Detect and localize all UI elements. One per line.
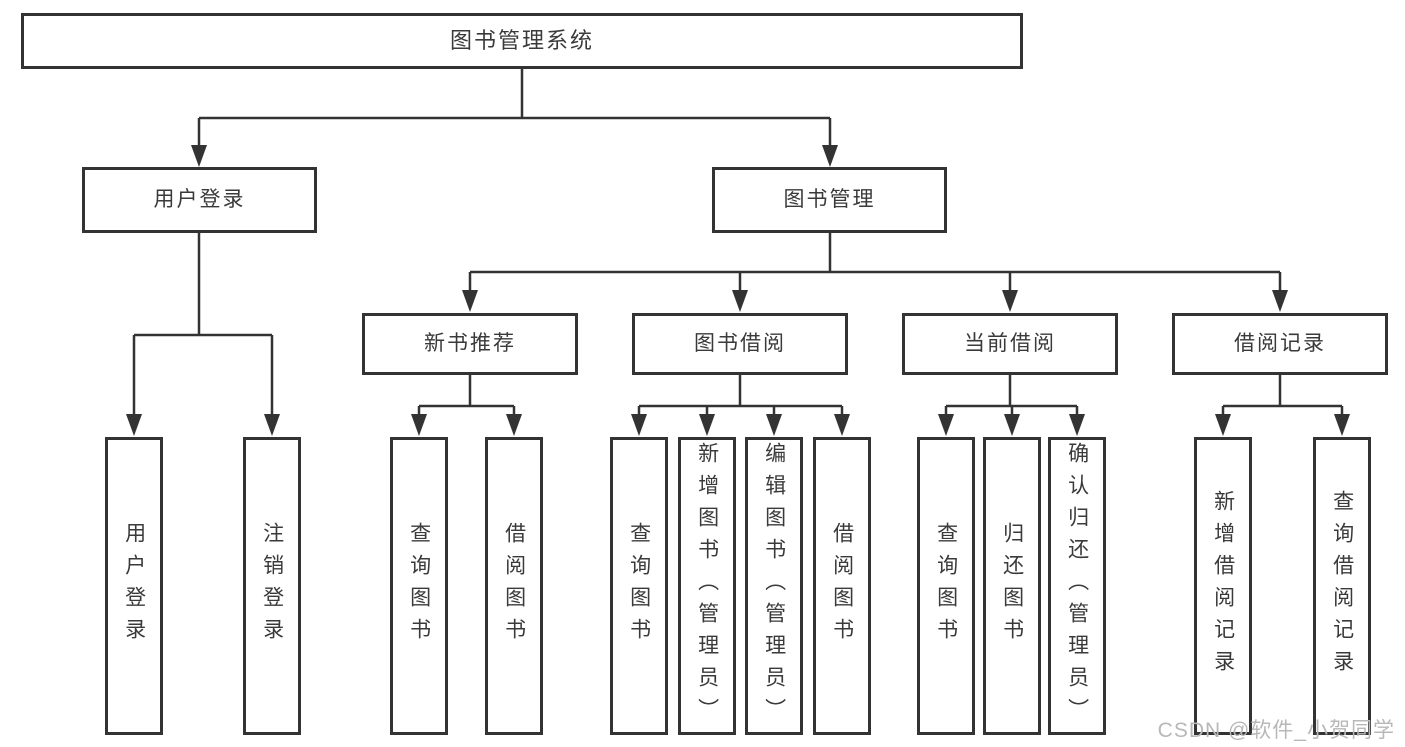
leaf-query-books-2: 查询图书 xyxy=(610,437,668,735)
leaf-edit-book-admin: 编辑图书（管理员） xyxy=(745,437,803,735)
connector-current-borrow xyxy=(938,375,1085,436)
node-current-borrow: 当前借阅 xyxy=(902,313,1118,375)
leaf-query-books-3: 查询图书 xyxy=(917,437,975,735)
connector-root xyxy=(191,69,838,167)
node-borrow-records: 借阅记录 xyxy=(1172,313,1388,375)
node-book-borrow: 图书借阅 xyxy=(632,313,848,375)
leaf-add-book-admin: 新增图书（管理员） xyxy=(678,437,736,735)
arrow-down-icon xyxy=(699,414,715,436)
connector-book-borrow xyxy=(631,375,850,436)
arrow-down-icon xyxy=(506,414,522,436)
node-new-book-recommend: 新书推荐 xyxy=(362,313,578,375)
leaf-logout: 注销登录 xyxy=(243,437,301,735)
arrow-down-icon xyxy=(126,414,142,436)
connector-management xyxy=(462,232,1288,312)
node-root: 图书管理系统 xyxy=(21,13,1023,69)
arrow-down-icon xyxy=(1069,414,1085,436)
arrow-down-icon xyxy=(1004,414,1020,436)
connector-borrow-records xyxy=(1215,375,1350,436)
arrow-down-icon xyxy=(411,414,427,436)
arrow-down-icon xyxy=(938,414,954,436)
leaf-borrow-books-2: 借阅图书 xyxy=(813,437,871,735)
arrow-down-icon xyxy=(822,145,838,167)
leaf-query-books-1: 查询图书 xyxy=(390,437,448,735)
node-book-management: 图书管理 xyxy=(712,167,947,233)
arrow-down-icon xyxy=(264,414,280,436)
leaf-user-login: 用户登录 xyxy=(105,437,163,735)
arrow-down-icon xyxy=(462,290,478,312)
leaf-add-borrow-record: 新增借阅记录 xyxy=(1194,437,1252,735)
arrow-down-icon xyxy=(191,145,207,167)
arrow-down-icon xyxy=(766,414,782,436)
leaf-borrow-books-1: 借阅图书 xyxy=(485,437,543,735)
arrow-down-icon xyxy=(1002,290,1018,312)
arrow-down-icon xyxy=(1334,414,1350,436)
leaf-return-book: 归还图书 xyxy=(983,437,1041,735)
node-user-login: 用户登录 xyxy=(82,167,317,233)
arrow-down-icon xyxy=(834,414,850,436)
connector-login xyxy=(126,233,280,436)
arrow-down-icon xyxy=(732,290,748,312)
csdn-watermark: CSDN @软件_小贺同学 xyxy=(1157,719,1395,742)
arrow-down-icon xyxy=(1215,414,1231,436)
arrow-down-icon xyxy=(1272,290,1288,312)
connector-new-book xyxy=(411,375,522,436)
leaf-confirm-return-admin: 确认归还（管理员） xyxy=(1048,437,1106,735)
arrow-down-icon xyxy=(631,414,647,436)
leaf-query-borrow-record: 查询借阅记录 xyxy=(1313,437,1371,735)
